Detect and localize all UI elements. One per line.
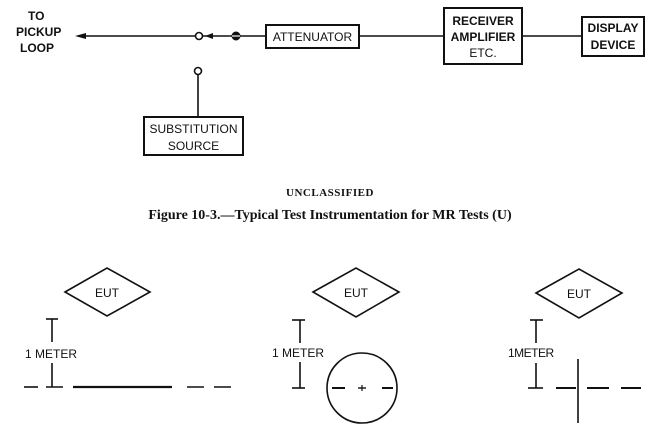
distance-label: 1 METER [272,346,324,360]
eut-diamond [311,267,401,318]
switch-terminal-open [194,31,204,41]
substitution-terminal [193,66,203,76]
substitution-label-line-1: SUBSTITUTION [149,122,237,136]
receiver-amplifier-box [443,7,523,65]
eut-label: EUT [567,287,592,301]
receiver-label-line-3: ETC. [469,46,496,60]
substitution-source-box [143,116,244,156]
display-device-box [581,16,645,57]
configuration-2: EUT 1 METER [272,267,401,424]
configuration-3: EUT 1METER [508,268,641,423]
attenuator-label: ATTENUATOR [273,30,353,44]
pickup-label-line-2: PICKUP [16,25,61,39]
eut-label: EUT [95,286,120,300]
pickup-label-line-3: LOOP [20,41,54,55]
configuration-1: EUT 1 METER [24,267,231,389]
eut-diamond [63,267,152,317]
receiver-label-line-2: AMPLIFIER [451,30,516,44]
substitution-label-line-2: SOURCE [168,139,219,153]
pickup-loop-label: TO PICKUP LOOP [16,9,61,55]
pickup-label-line-1: TO [28,9,44,23]
switch-arrow-icon [205,33,213,39]
distance-label: 1METER [508,346,555,360]
display-label-line-1: DISPLAY [588,21,639,35]
figure-caption: Figure 10-3.—Typical Test Instrumentatio… [148,208,512,223]
arrowhead-to-pickup-icon [75,33,86,39]
classification-marking: UNCLASSIFIED [286,187,374,199]
eut-label: EUT [344,286,369,300]
receiver-label-line-1: RECEIVER [452,14,514,28]
eut-diamond [534,268,624,319]
pickup-loop-face-on [326,352,398,424]
display-label-line-2: DEVICE [591,38,636,52]
distance-label: 1 METER [25,347,77,361]
